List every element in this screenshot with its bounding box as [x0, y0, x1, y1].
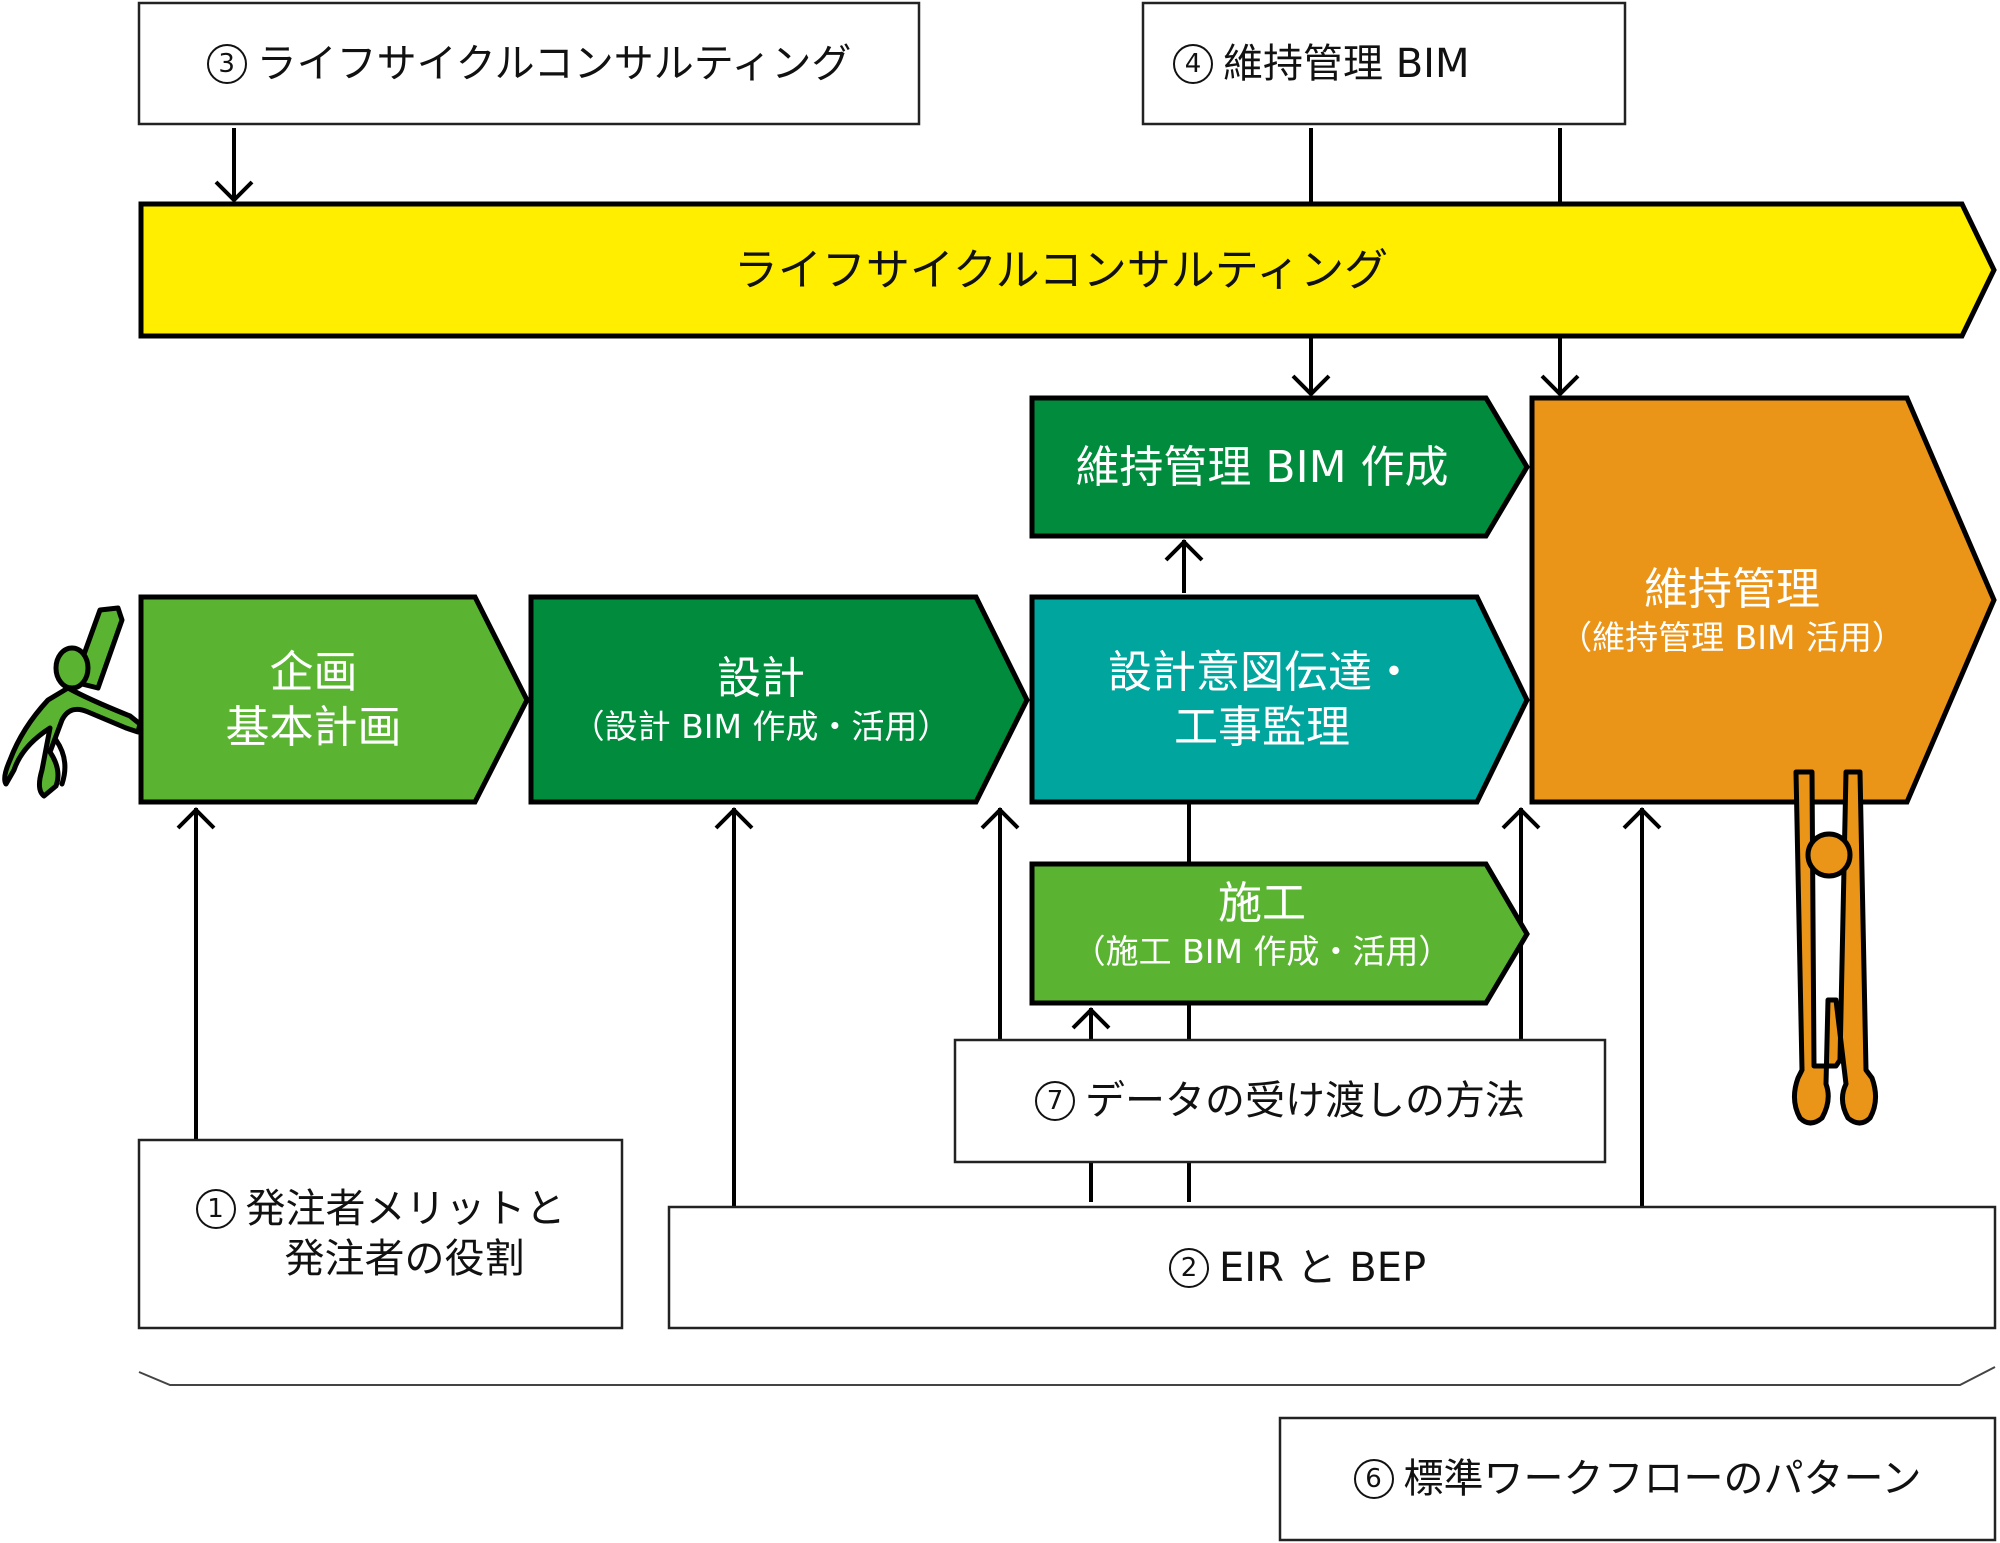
topic-7-text: データの受け渡しの方法 [1085, 1078, 1525, 1124]
circled-number: 1 [195, 1189, 236, 1229]
arrowhead [980, 807, 1020, 830]
arrowhead [1501, 807, 1541, 830]
maintenance-arrow [1529, 395, 1997, 805]
arrowhead [1164, 539, 1204, 562]
arrowhead [1071, 1007, 1111, 1030]
planning-label: 企画 基本計画 [141, 597, 486, 802]
circled-number: 7 [1035, 1081, 1075, 1121]
supervision-arrow [1029, 594, 1530, 805]
maint-bim-creation-arrow [1029, 395, 1530, 539]
topic-box-1 [137, 1138, 624, 1330]
lifecycle-text: ライフサイクルコンサルティング [733, 244, 1389, 296]
topic-6-text: 標準ワークフローのパターン [1403, 1456, 1922, 1502]
planning-arrow [138, 594, 530, 805]
orange-hanging-person-icon [1792, 769, 1878, 1126]
maint-bim-creation-text: 維持管理 BIM 作成 [1075, 441, 1449, 493]
arrowhead [1540, 374, 1580, 397]
arrowhead [176, 807, 216, 830]
planning-line1: 企画 [269, 646, 358, 698]
construction-title: 施工 [1218, 877, 1306, 929]
circled-number: 3 [206, 43, 247, 84]
maintenance-title: 維持管理 [1644, 563, 1820, 615]
topic-box-6 [1278, 1416, 1997, 1542]
topic-box-3 [137, 1, 921, 126]
construction-subtitle: （施工 BIM 作成・活用） [1072, 931, 1452, 971]
topic-2-text: EIR と BEP [1219, 1244, 1427, 1291]
circled-number: 4 [1173, 43, 1213, 84]
circled-number: 6 [1353, 1459, 1394, 1499]
topic-3-text: ライフサイクルコンサルティング [256, 40, 852, 87]
arrowhead [1622, 807, 1662, 830]
design-arrow [528, 594, 1030, 805]
connectors [176, 128, 1662, 1207]
arrowhead [714, 807, 754, 830]
construction-label: 施工 （施工 BIM 作成・活用） [1032, 864, 1492, 984]
arrowhead [1291, 374, 1331, 397]
supervision-label: 設計意図伝達・ 工事監理 [1032, 597, 1492, 802]
green-pushing-person-icon [2, 605, 143, 799]
design-subtitle: （設計 BIM 作成・活用） [571, 707, 951, 747]
maintenance-subtitle: （維持管理 BIM 活用） [1559, 617, 1905, 657]
supervision-line2: 工事監理 [1174, 701, 1350, 753]
supervision-line1: 設計意図伝達・ [1108, 646, 1416, 698]
design-title: 設計 [717, 653, 805, 705]
topic-4-text: 維持管理 BIM [1223, 40, 1470, 87]
lifecycle-label: ライフサイクルコンサルティング [141, 204, 1981, 336]
circled-number: 2 [1169, 1247, 1209, 1288]
maintenance-label: 維持管理 （維持管理 BIM 活用） [1532, 540, 1932, 680]
topic-1-line1: 発注者メリットと [245, 1186, 566, 1232]
construction-arrow [1029, 861, 1530, 1006]
bracket-line [138, 1366, 1996, 1386]
lifecycle-arrow [138, 201, 1997, 339]
planning-line2: 基本計画 [225, 701, 402, 753]
topic-box-4 [1141, 1, 1627, 126]
arrowhead [214, 180, 254, 203]
maint-bim-creation-label: 維持管理 BIM 作成 [1032, 398, 1492, 536]
design-label: 設計 （設計 BIM 作成・活用） [531, 597, 991, 802]
topic-box-2 [667, 1205, 1997, 1330]
topic-1-line2: 発注者の役割 [284, 1236, 525, 1282]
